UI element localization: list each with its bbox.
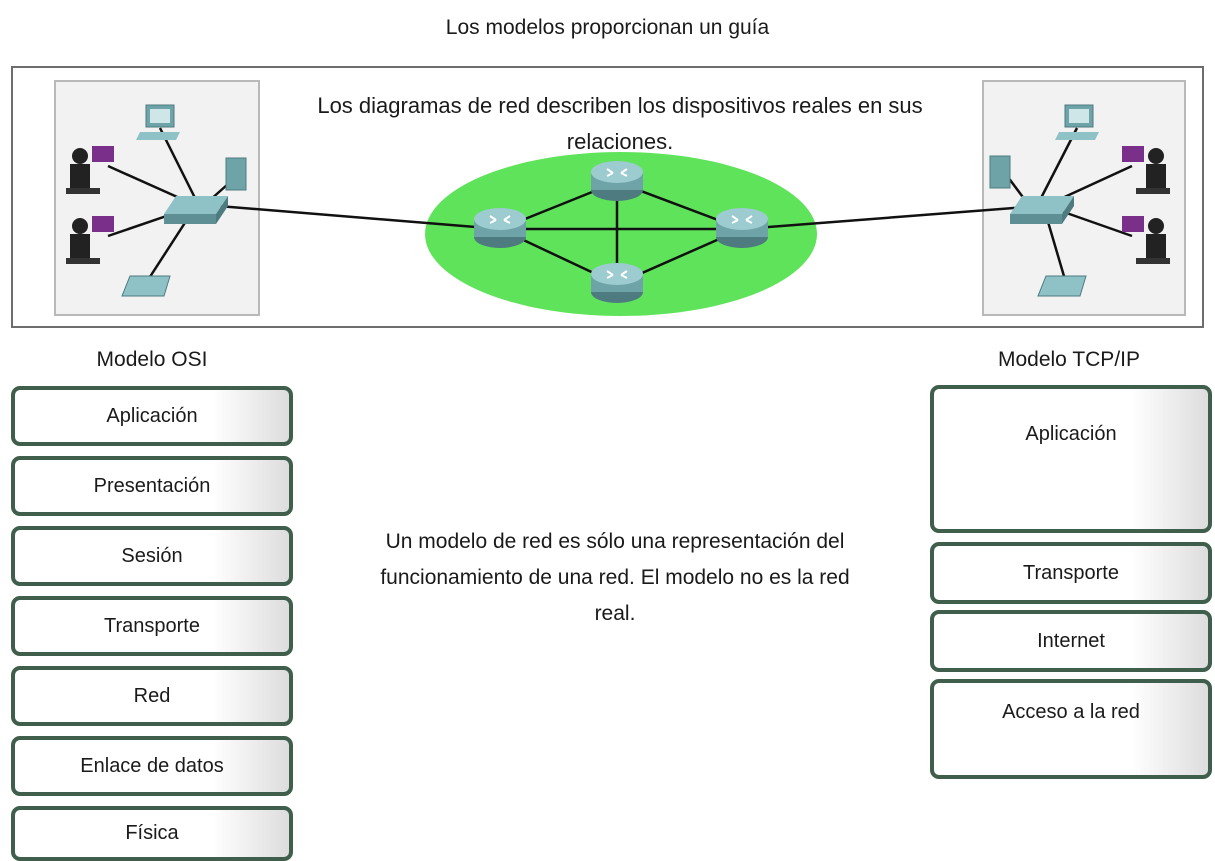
network-caption: Los diagramas de red describen los dispo… (317, 93, 923, 154)
tcpip-layer: Transporte (930, 542, 1212, 604)
router-icon (474, 208, 526, 248)
pc-icon (1055, 104, 1099, 140)
pc-icon (225, 157, 247, 191)
tcpip-layer: Acceso a la red (930, 679, 1212, 779)
user-workstation-icon (66, 146, 114, 194)
ip-phone-icon (1037, 275, 1087, 297)
ip-phone-icon (121, 275, 171, 297)
router-icon (591, 161, 643, 201)
user-workstation-icon (66, 216, 114, 264)
osi-layer: Aplicación (11, 386, 293, 446)
osi-model-title: Modelo OSI (96, 348, 208, 371)
router-icon (591, 263, 643, 303)
model-note: Un modelo de red es sólo una representac… (380, 530, 850, 625)
pc-icon (989, 155, 1011, 189)
osi-layer: Presentación (11, 456, 293, 516)
router-icon (716, 208, 768, 248)
osi-layer: Sesión (11, 526, 293, 586)
switch-icon (1010, 196, 1074, 224)
wan-cloud (425, 152, 817, 316)
switch-icon (164, 196, 228, 224)
tcpip-model-title: Modelo TCP/IP (997, 348, 1140, 371)
pc-icon (136, 104, 180, 140)
osi-layer: Transporte (11, 596, 293, 656)
diagram-title: Los modelos proporcionan un guía (445, 16, 770, 39)
user-workstation-icon (1122, 216, 1170, 264)
tcpip-layer: Aplicación (930, 385, 1212, 533)
user-workstation-icon (1122, 146, 1170, 194)
osi-layer: Física (11, 806, 293, 861)
osi-layer: Red (11, 666, 293, 726)
tcpip-layer: Internet (930, 610, 1212, 672)
osi-layer: Enlace de datos (11, 736, 293, 796)
